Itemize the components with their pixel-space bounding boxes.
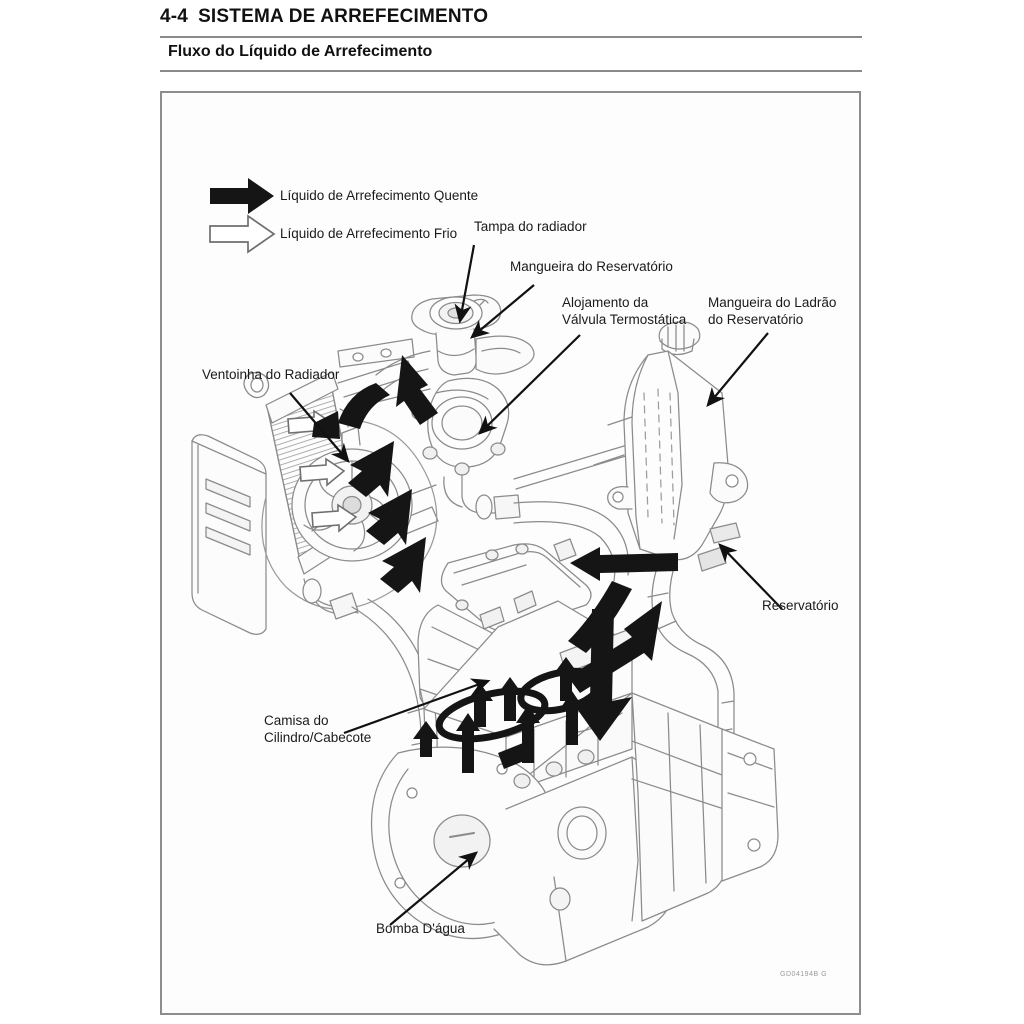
callout-cylinder-jacket: Camisa do Cilindro/Cabecote bbox=[264, 713, 372, 745]
page-title: 4-4 SISTEMA DE ARREFECIMENTO bbox=[160, 6, 488, 28]
callout-leader-lines bbox=[289, 244, 783, 926]
section-number: 4-4 bbox=[160, 6, 189, 27]
callout-radiator-cap: Tampa do radiador bbox=[474, 219, 587, 234]
callout-reservoir-hose: Mangueira do Reservatório bbox=[510, 259, 673, 274]
callout-thermostat-housing: Alojamento da Válvula Termostática bbox=[562, 295, 687, 327]
legend-cold-arrow-icon bbox=[209, 214, 276, 254]
header-rule-bottom bbox=[160, 70, 862, 72]
legend-hot-arrow-icon bbox=[210, 178, 274, 214]
section-title: SISTEMA DE ARREFECIMENTO bbox=[198, 6, 489, 27]
callout-reservoir: Reservatório bbox=[762, 598, 839, 613]
coolant-flow-illustration bbox=[191, 178, 783, 966]
hot-flow-arrows bbox=[312, 355, 678, 773]
figure-code: GD04194B G bbox=[780, 971, 828, 978]
figure-frame: Líquido de Arrefecimento Quente Líquido … bbox=[160, 91, 861, 1015]
header-rule-top bbox=[160, 36, 862, 38]
subsection-title: Fluxo do Líquido de Arrefecimento bbox=[168, 43, 433, 60]
callout-radiator-fan: Ventoinha do Radiador bbox=[202, 367, 340, 382]
legend-cold-label: Líquido de Arrefecimento Frio bbox=[280, 226, 458, 241]
legend-hot-label: Líquido de Arrefecimento Quente bbox=[280, 188, 479, 203]
callout-overflow-hose: Mangueira do Ladrão do Reservatório bbox=[708, 295, 837, 327]
callout-water-pump: Bomba D'água bbox=[376, 921, 465, 936]
